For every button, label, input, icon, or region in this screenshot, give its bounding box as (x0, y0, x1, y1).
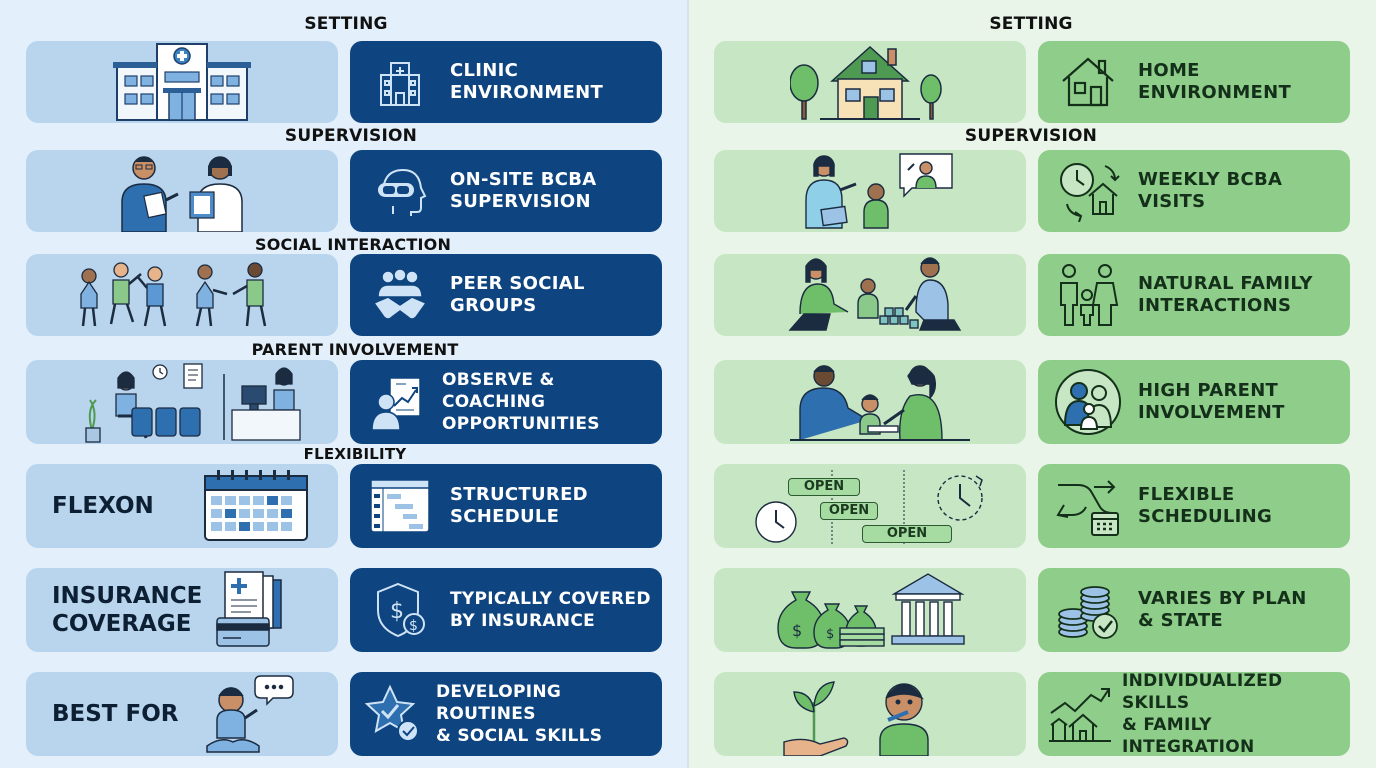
developing-routines-label: DEVELOPING ROUTINES & SOCIAL SKILLS (436, 682, 603, 746)
onsite-bcba-label: ON-SITE BCBA SUPERVISION (450, 169, 597, 212)
open-tag-1: OPEN (788, 478, 860, 496)
waiting-room-icon (85, 363, 301, 443)
telehealth-illustration-card (714, 150, 1026, 232)
growth-child-illustration-card (714, 672, 1026, 756)
left-label-setting: SETTING (304, 14, 388, 34)
left-label-parent: PARENT INVOLVEMENT (251, 340, 459, 359)
parents-helping-child-icon (790, 365, 970, 441)
high-parent-label: HIGH PARENT INVOLVEMENT (1138, 380, 1285, 423)
hospital-icon (380, 62, 420, 106)
svg-text:$: $ (409, 618, 418, 634)
waiting-room-illustration-card (26, 360, 338, 444)
plant-child-brushing-icon (783, 681, 929, 756)
flexible-scheduling-label: FLEXIBLE SCHEDULING (1138, 484, 1273, 527)
onsite-bcba-card: ON-SITE BCBA SUPERVISION (350, 150, 662, 232)
svg-text:$: $ (390, 599, 404, 624)
clinic-environment-card: CLINIC ENVIRONMENT (350, 41, 662, 123)
money-bags-bank-icon: $ $ (777, 573, 965, 649)
right-label-setting: SETTING (989, 14, 1073, 34)
clinic-environment-label: CLINIC ENVIRONMENT (450, 60, 604, 103)
weekly-bcba-label: WEEKLY BCBA VISITS (1138, 169, 1283, 212)
growth-chart-home-icon (1049, 688, 1111, 742)
left-label-social: SOCIAL INTERACTION (254, 235, 452, 254)
peer-social-label: PEER SOCIAL GROUPS (450, 273, 585, 316)
clock-home-cycle-icon (1060, 163, 1120, 222)
child-speech-bubble-icon (206, 675, 294, 753)
individualized-skills-card: INDIVIDUALIZED SKILLS & FAMILY INTEGRATI… (1038, 672, 1350, 756)
parents-circle-icon (1055, 369, 1121, 435)
best-for-title: BEST FOR (52, 701, 179, 727)
vr-headset-icon (378, 168, 427, 216)
insurance-coverage-card: INSURANCE COVERAGE (26, 568, 338, 652)
home-icon (1062, 57, 1114, 107)
shuffle-calendar-icon (1056, 480, 1119, 536)
handshake-group-icon (372, 268, 428, 320)
right-label-supervision: SUPERVISION (964, 126, 1098, 146)
varies-by-plan-label: VARIES BY PLAN & STATE (1138, 588, 1307, 631)
observe-coaching-label: OBSERVE & COACHING OPPORTUNITIES (442, 370, 600, 434)
calendar-icon (204, 470, 308, 541)
high-parent-card: HIGH PARENT INVOLVEMENT (1038, 360, 1350, 444)
weekly-bcba-card: WEEKLY BCBA VISITS (1038, 150, 1350, 232)
open-tag-2: OPEN (820, 502, 878, 520)
covered-by-insurance-card: $ $ TYPICALLY COVERED BY INSURANCE (350, 568, 662, 652)
structured-schedule-label: STRUCTURED SCHEDULE (450, 484, 588, 527)
supervision-illustration-card (26, 150, 338, 232)
open-schedule-illustration-card: OPEN OPEN OPEN (714, 464, 1026, 548)
panel-divider (687, 0, 689, 768)
svg-text:$: $ (792, 621, 802, 640)
home-environment-label: HOME ENVIRONMENT (1138, 60, 1292, 103)
home-illustration-card (714, 41, 1026, 123)
home-environment-card: HOME ENVIRONMENT (1038, 41, 1350, 123)
insurance-documents-icon (216, 571, 282, 647)
family-block-play-icon (788, 257, 962, 331)
family-icon (1060, 264, 1119, 326)
star-check-icon (364, 684, 419, 742)
coins-check-icon (1058, 586, 1118, 639)
flexon-title: FLEXON (52, 493, 154, 519)
flexon-card: FLEXON (26, 464, 338, 548)
natural-family-card: NATURAL FAMILY INTERACTIONS (1038, 254, 1350, 336)
covered-by-insurance-label: TYPICALLY COVERED BY INSURANCE (450, 589, 651, 631)
developing-routines-card: DEVELOPING ROUTINES & SOCIAL SKILLS (350, 672, 662, 756)
structured-schedule-card: STRUCTURED SCHEDULE (350, 464, 662, 548)
money-bank-illustration-card: $ $ (714, 568, 1026, 652)
svg-text:$: $ (826, 627, 834, 642)
individualized-skills-label: INDIVIDUALIZED SKILLS & FAMILY INTEGRATI… (1122, 672, 1283, 756)
natural-family-label: NATURAL FAMILY INTERACTIONS (1138, 273, 1313, 316)
house-trees-icon (790, 45, 942, 120)
clinic-illustration-card (26, 41, 338, 123)
children-playing-icon (80, 262, 267, 327)
parent-child-video-call-icon (805, 153, 953, 229)
clinic-building-icon (113, 43, 251, 121)
parents-child-illustration-card (714, 360, 1026, 444)
varies-by-plan-card: VARIES BY PLAN & STATE (1038, 568, 1350, 652)
family-play-illustration-card (714, 254, 1026, 336)
social-illustration-card (26, 254, 338, 336)
gantt-chart-icon (370, 479, 430, 533)
shield-dollar-icon: $ $ (377, 582, 425, 638)
best-for-card: BEST FOR (26, 672, 338, 756)
report-chart-icon (371, 377, 421, 431)
left-label-flexibility: FLEXIBILITY (303, 445, 407, 463)
insurance-coverage-title: INSURANCE COVERAGE (52, 583, 203, 637)
therapists-talking-icon (121, 156, 243, 232)
observe-coaching-card: OBSERVE & COACHING OPPORTUNITIES (350, 360, 662, 444)
left-label-supervision: SUPERVISION (284, 126, 418, 146)
clocks-timeline-icon (755, 470, 983, 546)
peer-social-card: PEER SOCIAL GROUPS (350, 254, 662, 336)
flexible-scheduling-card: FLEXIBLE SCHEDULING (1038, 464, 1350, 548)
open-tag-3: OPEN (862, 525, 952, 543)
